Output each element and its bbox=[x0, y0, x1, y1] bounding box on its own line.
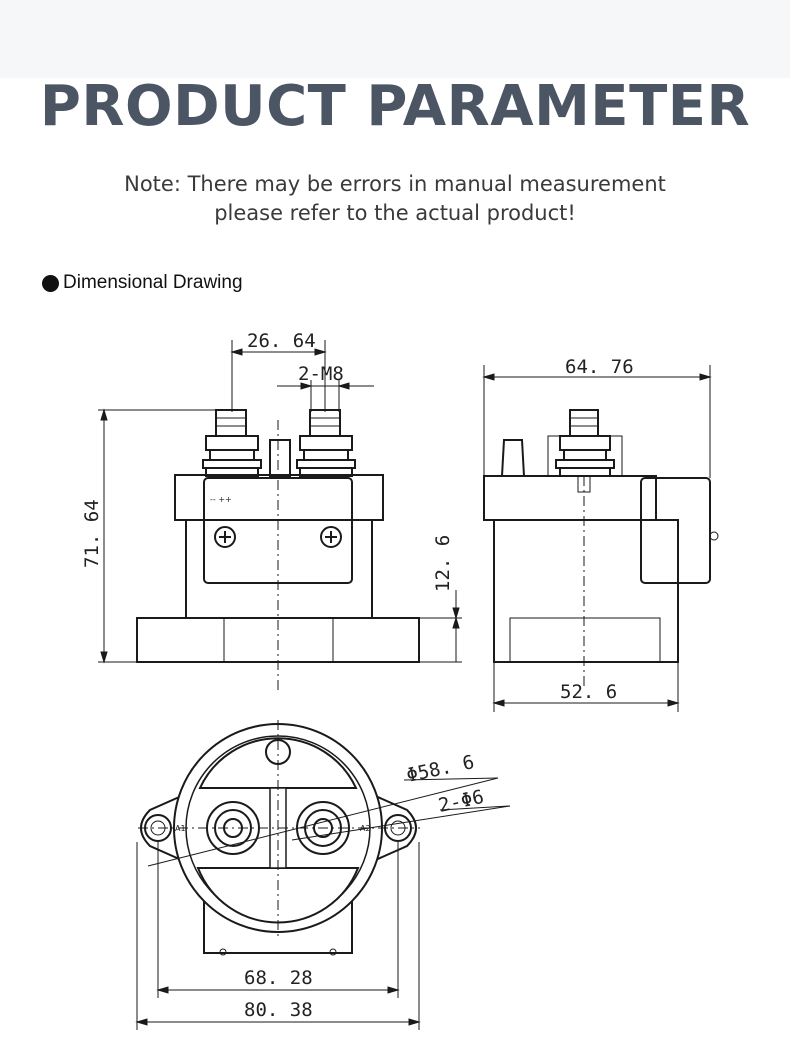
dim-total-width: 64. 76 bbox=[565, 356, 634, 378]
left-flange bbox=[140, 788, 196, 868]
terminal-stud-icon bbox=[202, 409, 262, 477]
dim-overall: 80. 38 bbox=[244, 999, 313, 1021]
side-top-cap bbox=[483, 475, 657, 521]
header-band bbox=[0, 0, 790, 78]
dim-body-width: 52. 6 bbox=[560, 681, 617, 703]
front-body bbox=[185, 519, 373, 619]
bottom-view: A1 A2 Φ58. 6 2-Φ6 68. 28 bbox=[135, 720, 511, 1030]
dim-holes: 2-Φ6 bbox=[436, 786, 485, 817]
dimension-12-6 bbox=[419, 590, 462, 663]
dimension-71-64 bbox=[98, 408, 216, 664]
dimension-64-76 bbox=[482, 365, 712, 478]
right-flange bbox=[361, 788, 417, 868]
section-label: Dimensional Drawing bbox=[63, 272, 243, 293]
terminal-stud-icon bbox=[555, 409, 615, 477]
dimension-52-6 bbox=[492, 662, 680, 712]
leader-diameter bbox=[147, 777, 499, 867]
polarity-label: -- ++ bbox=[210, 495, 232, 504]
bullet-icon bbox=[42, 274, 59, 292]
page-title: PRODUCT PARAMETER bbox=[39, 74, 751, 139]
dim-terminal-spacing: 26. 64 bbox=[247, 330, 316, 352]
front-view: -- ++ bbox=[81, 330, 462, 690]
dim-height: 71. 64 bbox=[81, 499, 103, 568]
dimension-80-38 bbox=[135, 842, 421, 1030]
dimension-26-64 bbox=[230, 340, 327, 412]
side-connector-box bbox=[640, 477, 711, 584]
dimension-2-m8 bbox=[277, 380, 374, 412]
center-tab bbox=[269, 439, 291, 477]
dim-diameter: Φ58. 6 bbox=[404, 751, 476, 787]
side-body bbox=[493, 519, 679, 663]
dimension-68-28 bbox=[156, 842, 400, 998]
section-heading: Dimensional Drawing bbox=[42, 272, 243, 294]
leader-holes bbox=[291, 805, 511, 841]
note-line-2: please refer to the actual product! bbox=[214, 201, 576, 225]
note-line-1: Note: There may be errors in manual meas… bbox=[124, 172, 666, 196]
dim-base: 12. 6 bbox=[432, 535, 454, 592]
screw-icon bbox=[320, 526, 342, 548]
dim-thread: 2-M8 bbox=[298, 363, 344, 385]
measurement-note: Note: There may be errors in manual meas… bbox=[0, 170, 790, 228]
terminal-stud-icon bbox=[296, 409, 356, 477]
dim-hole-spacing: 68. 28 bbox=[244, 967, 313, 989]
side-view: 64. 76 52. 6 bbox=[482, 356, 719, 712]
screw-icon bbox=[214, 526, 236, 548]
